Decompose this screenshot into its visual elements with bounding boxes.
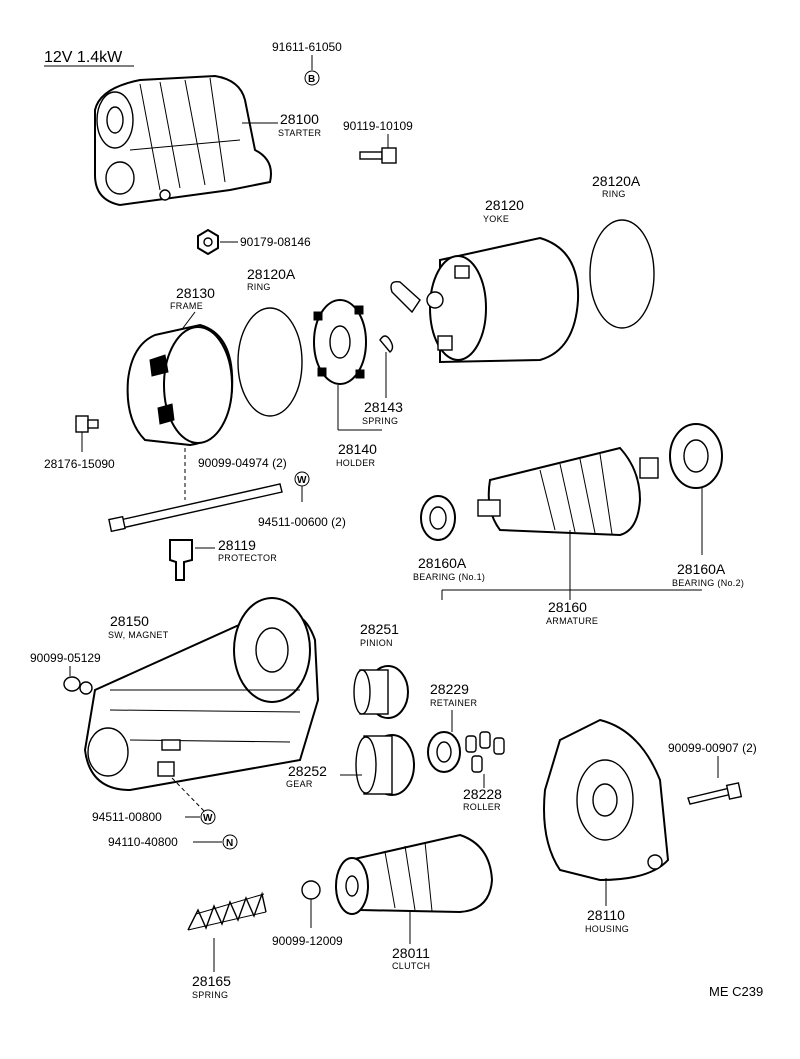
ball-90099-12009-drawing xyxy=(301,880,321,900)
label-28228-name: ROLLER xyxy=(463,802,501,812)
label-28160: 28160 xyxy=(548,599,587,615)
label-28160a-bearing1-name: BEARING (No.1) xyxy=(413,572,485,582)
protector-28119-drawing xyxy=(169,539,193,581)
nut-90099-05129-drawing xyxy=(63,676,93,695)
badge-w-letter-2: W xyxy=(203,813,213,824)
label-28229-name: RETAINER xyxy=(430,698,477,708)
label-28228: 28228 xyxy=(463,786,502,802)
label-28120: 28120 xyxy=(485,197,524,213)
label-91611-61050: 91611-61050 xyxy=(272,40,342,54)
label-28150-name: SW, MAGNET xyxy=(108,630,169,640)
screw-28176-drawing xyxy=(75,415,99,433)
label-28251: 28251 xyxy=(360,621,399,637)
holder-28140-drawing xyxy=(313,299,367,385)
label-28011: 28011 xyxy=(392,945,430,961)
bearing-no2-drawing xyxy=(669,423,723,489)
badge-b-icon xyxy=(304,70,320,86)
label-28120a-mid: 28120A xyxy=(247,266,296,282)
label-28100: 28100 xyxy=(280,111,319,127)
label-28251-name: PINION xyxy=(360,638,393,648)
label-94511-00600: 94511-00600 (2) xyxy=(258,515,346,529)
badge-w-icon-2 xyxy=(200,809,216,825)
through-bolt-drawing xyxy=(108,483,283,533)
label-28100-name: STARTER xyxy=(278,128,321,138)
label-94511-00800: 94511-00800 xyxy=(92,810,162,824)
spring-28165-drawing xyxy=(187,891,267,931)
leader-94511-00800-dash xyxy=(171,777,206,813)
frame-28130-drawing xyxy=(126,323,234,447)
yoke-28120-drawing xyxy=(390,236,580,364)
label-90099-05129: 90099-05129 xyxy=(30,651,101,665)
voltage-power-title: 12V 1.4kW xyxy=(44,49,123,66)
label-28120a-mid-name: RING xyxy=(247,282,271,292)
bolt-90099-00907-drawing xyxy=(687,782,743,805)
label-28130-name: FRAME xyxy=(170,301,203,311)
label-28252: 28252 xyxy=(288,763,327,779)
armature-28160-drawing xyxy=(477,446,659,537)
label-28140: 28140 xyxy=(338,441,377,457)
label-28110-name: HOUSING xyxy=(585,924,629,934)
badge-b-letter: B xyxy=(308,74,315,85)
label-28130: 28130 xyxy=(176,285,215,301)
label-28140-name: HOLDER xyxy=(336,458,376,468)
label-28110: 28110 xyxy=(587,907,625,923)
spring-28143-drawing xyxy=(379,335,394,353)
label-90119-10109: 90119-10109 xyxy=(343,119,413,133)
bolt-90119-drawing xyxy=(359,147,397,164)
label-28120a-top: 28120A xyxy=(592,173,641,189)
label-94110-40800: 94110-40800 xyxy=(108,835,178,849)
label-28119-name: PROTECTOR xyxy=(218,553,277,563)
label-28165-name: SPRING xyxy=(192,990,228,1000)
label-90099-12009: 90099-12009 xyxy=(272,934,343,948)
badge-n-letter: N xyxy=(226,838,233,849)
rollers-28228-drawing xyxy=(465,731,505,773)
label-28160a-bearing1: 28160A xyxy=(418,555,467,571)
badge-w-letter-1: W xyxy=(297,475,307,486)
pinion-28251-drawing xyxy=(353,665,409,719)
label-28252-name: GEAR xyxy=(286,779,313,789)
label-28150: 28150 xyxy=(110,613,149,629)
housing-28110-drawing xyxy=(543,718,670,882)
ring-28120a-top-drawing xyxy=(589,219,655,329)
label-90099-04974: 90099-04974 (2) xyxy=(198,456,287,470)
label-28011-name: CLUTCH xyxy=(392,961,430,971)
label-28160-name: ARMATURE xyxy=(546,616,598,626)
gear-28252-drawing xyxy=(355,734,415,796)
nut-90179-drawing xyxy=(197,228,219,256)
label-28120-name: YOKE xyxy=(483,214,509,224)
clutch-28011-drawing xyxy=(335,833,494,915)
label-28143-name: SPRING xyxy=(362,416,398,426)
label-28165: 28165 xyxy=(192,973,231,989)
magnet-switch-28150-drawing xyxy=(83,597,320,792)
ring-28120a-mid-drawing xyxy=(237,307,303,417)
label-28160a-bearing2: 28160A xyxy=(677,561,726,577)
label-28176-15090: 28176-15090 xyxy=(44,457,115,471)
bearing-no1-drawing xyxy=(420,495,456,541)
label-28120a-top-name: RING xyxy=(602,189,626,199)
diagram-code: ME C239 xyxy=(709,984,763,999)
badge-n-icon xyxy=(222,834,238,850)
label-28229: 28229 xyxy=(430,681,469,697)
label-90099-00907: 90099-00907 (2) xyxy=(668,741,757,755)
label-28143: 28143 xyxy=(364,399,403,415)
label-28119: 28119 xyxy=(218,537,256,553)
label-28160a-bearing2-name: BEARING (No.2) xyxy=(672,578,744,588)
retainer-28229-drawing xyxy=(427,731,461,773)
starter-assembly-drawing xyxy=(94,74,272,207)
label-90179-08146: 90179-08146 xyxy=(240,235,311,249)
